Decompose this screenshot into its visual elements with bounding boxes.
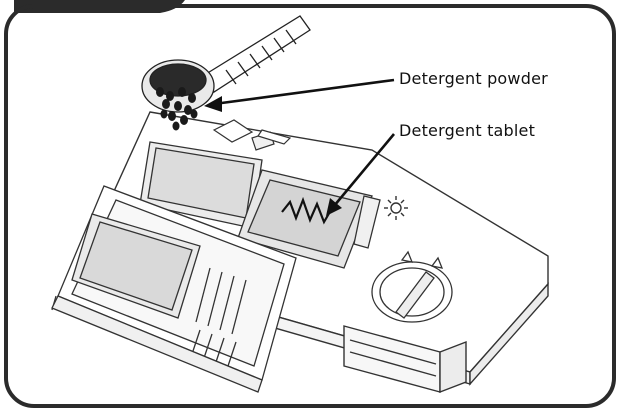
sun-icon — [384, 196, 408, 220]
diagram-frame — [4, 4, 616, 408]
lid-latch — [212, 119, 292, 151]
callout-arrow-powder — [204, 78, 395, 112]
measuring-spoon — [141, 15, 311, 113]
rinse-aid-dial — [371, 250, 453, 323]
detergent-tablet-label: Detergent tablet — [399, 121, 536, 140]
rinse-aid-indicator — [353, 195, 408, 249]
tablet-zigzag-icon — [281, 196, 332, 225]
dispenser-lid — [51, 185, 297, 393]
detergent-powder-granules — [156, 87, 198, 131]
callout-arrow-tablet — [326, 133, 395, 216]
main-wash-cup — [237, 169, 373, 269]
prewash-cup — [139, 141, 263, 229]
detergent-powder-label: Detergent powder — [399, 69, 548, 88]
